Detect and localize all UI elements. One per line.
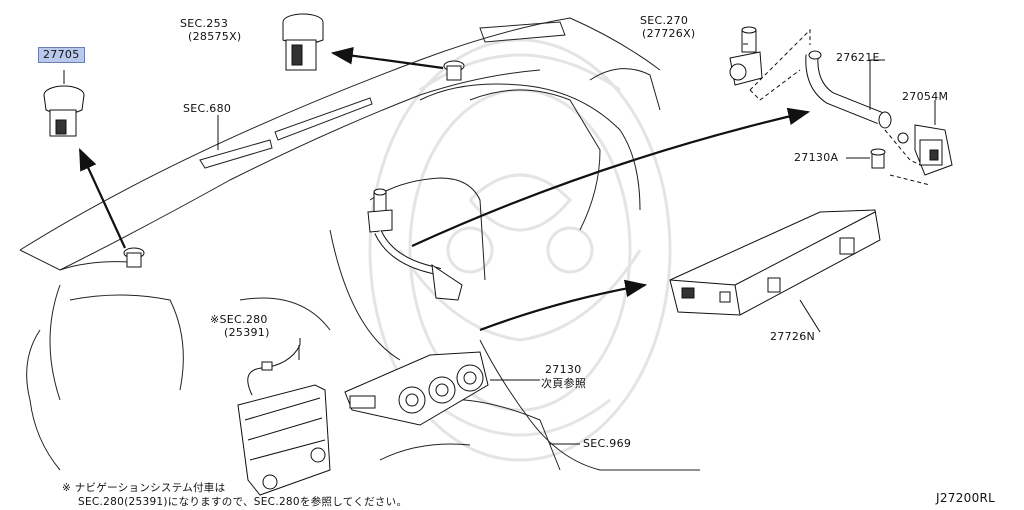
clip-dash-top [443, 60, 465, 81]
clip-27705 [43, 85, 85, 137]
sensor-27726x [729, 26, 763, 86]
part-label-sec680[interactable]: SEC.680 [183, 102, 232, 115]
part-label-sec280[interactable]: ※SEC.280 [210, 313, 268, 326]
control-unit-27726n [669, 209, 881, 316]
heater-control-27130 [344, 351, 489, 426]
part-label-sec280-sub: (25391) [224, 326, 270, 339]
in-car-sensor-duct [367, 188, 463, 301]
aspirator-hose-27621e [805, 50, 892, 129]
part-label-sec253-sub: (28575X) [188, 30, 242, 43]
dashboard-outline [19, 17, 700, 471]
clip-dash-left [123, 247, 145, 268]
part-label-sec969[interactable]: SEC.969 [583, 437, 632, 450]
part-label-27621e[interactable]: 27621E [836, 51, 880, 64]
part-label-27130-sub: 次頁参照 [541, 377, 587, 390]
clip-27130a [870, 148, 886, 169]
audio-unit-25391 [237, 338, 331, 496]
dashed-guides [749, 28, 931, 186]
diagram-reference: J27200RL [936, 491, 996, 505]
part-label-sec270-sub: (27726X) [642, 27, 696, 40]
part-label-27726n[interactable]: 27726N [770, 330, 816, 343]
leader-lines [63, 43, 936, 445]
aspirator-27054m [897, 124, 953, 176]
footnote-line-2: SEC.280(25391)になりますので、SEC.280を参照してください。 [78, 496, 408, 508]
part-label-sec253[interactable]: SEC.253 [180, 17, 229, 30]
part-label-27054m[interactable]: 27054M [902, 90, 949, 103]
part-label-27130a[interactable]: 27130A [794, 151, 839, 164]
part-label-27130[interactable]: 27130 [545, 363, 582, 376]
footnote-line-1: ※ ナビゲーションシステム付車は [62, 482, 226, 494]
part-label-sec270[interactable]: SEC.270 [640, 14, 689, 27]
sensor-28575x [282, 13, 324, 71]
part-label-27705[interactable]: 27705 [38, 47, 85, 63]
arrows [79, 46, 811, 332]
